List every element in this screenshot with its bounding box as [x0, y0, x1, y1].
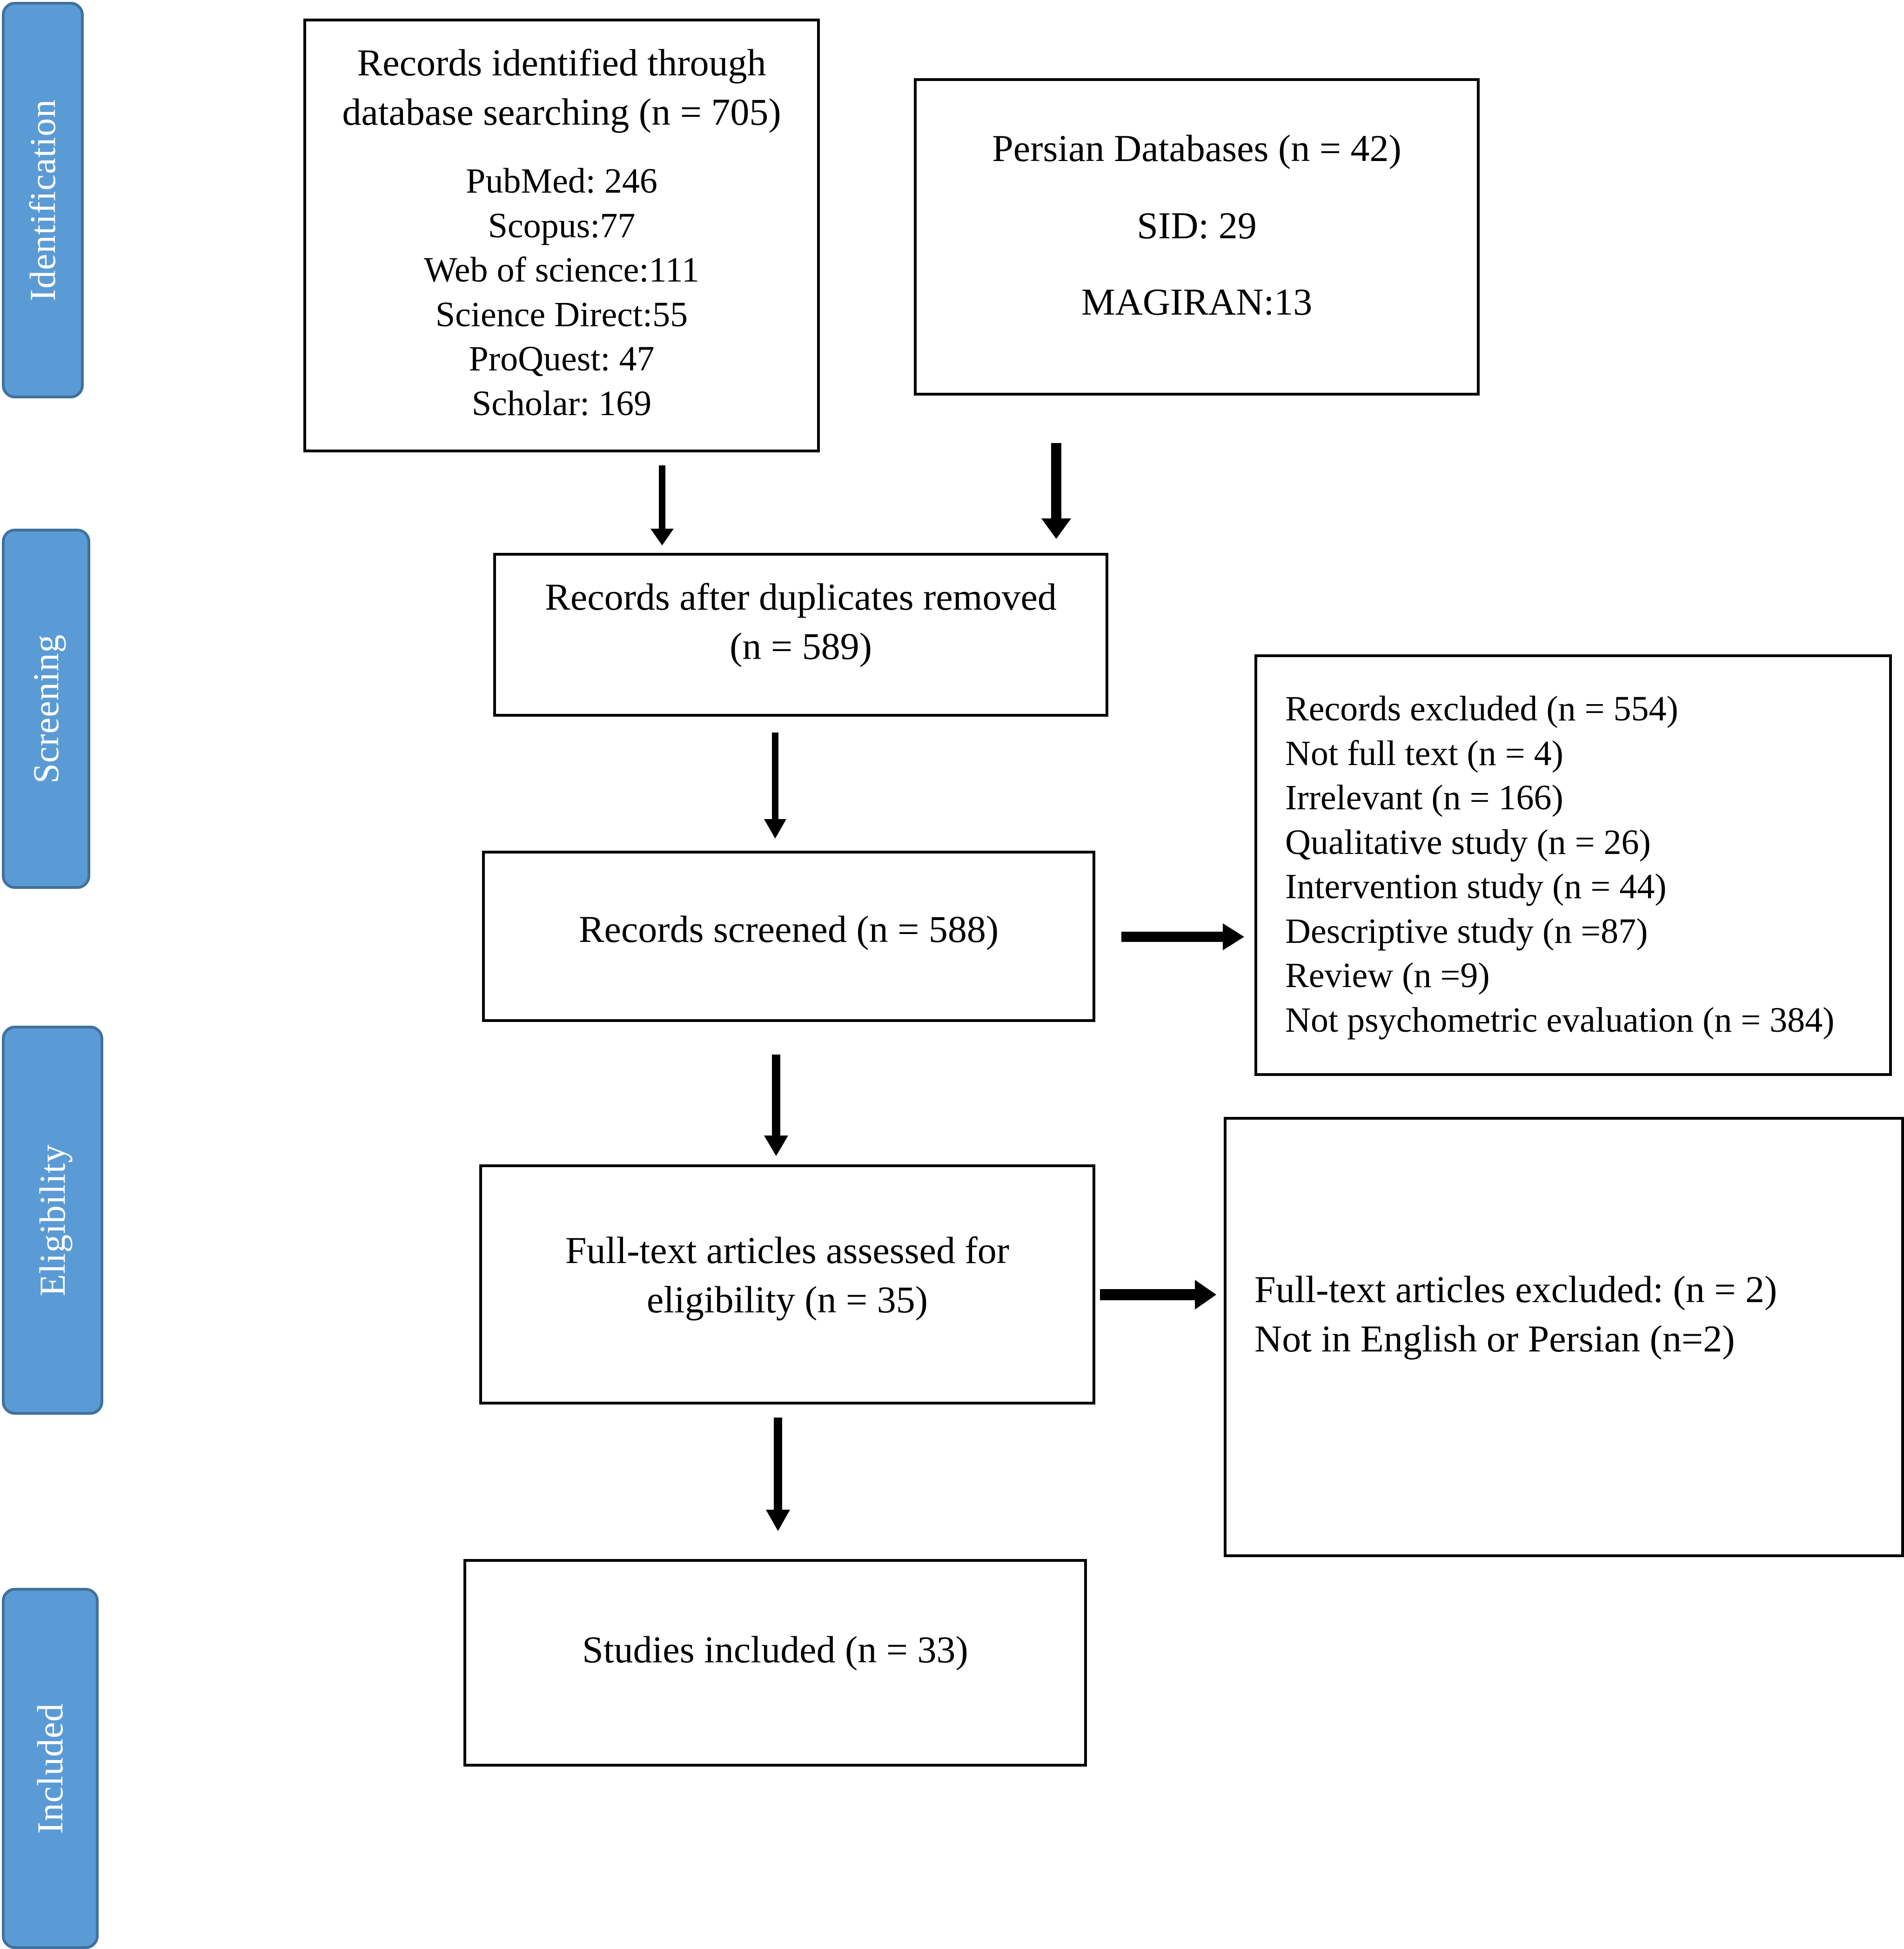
records-identified-title-line1: Records identified through	[357, 41, 766, 84]
source-pubmed: PubMed: 246	[466, 161, 657, 201]
fulltext-assessed-line1: Full-text articles assessed for	[565, 1229, 1010, 1271]
arrow-identified-to-duplicates	[650, 465, 674, 545]
excluded-descriptive: Descriptive study (n =87)	[1285, 911, 1648, 951]
persian-databases-title: Persian Databases (n = 42)	[992, 127, 1401, 169]
duplicates-removed-line2: (n = 589)	[730, 625, 872, 667]
records-screened-box: Records screened (n = 588)	[482, 851, 1095, 1022]
duplicates-removed-line1: Records after duplicates removed	[545, 576, 1057, 618]
excluded-total: Records excluded (n = 554)	[1285, 689, 1678, 728]
excluded-irrelevant: Irrelevant (n = 166)	[1285, 778, 1563, 817]
arrow-fulltext-to-included	[766, 1418, 790, 1531]
source-scholar: Scholar: 169	[471, 383, 652, 423]
stage-screening: Screening	[2, 529, 90, 889]
studies-included-box: Studies included (n = 33)	[463, 1559, 1087, 1767]
excluded-review: Review (n =9)	[1285, 956, 1490, 995]
arrow-screened-to-excluded	[1121, 923, 1244, 950]
stage-included-label: Included	[30, 1703, 70, 1834]
fulltext-excluded-line2: Not in English or Persian (n=2)	[1254, 1317, 1735, 1360]
arrow-persian-to-duplicates	[1041, 443, 1071, 539]
stage-identification-label: Identification	[22, 99, 63, 302]
records-identified-box: Records identified through database sear…	[303, 19, 820, 452]
stage-eligibility-label: Eligibility	[32, 1144, 73, 1297]
records-screened-text: Records screened (n = 588)	[578, 908, 999, 950]
fulltext-assessed-line2: eligibility (n = 35)	[646, 1278, 928, 1321]
records-identified-title-line2: database searching (n = 705)	[342, 91, 781, 133]
arrow-screened-to-fulltext	[764, 1055, 788, 1156]
records-excluded-box: Records excluded (n = 554) Not full text…	[1254, 654, 1892, 1076]
persian-databases-box: Persian Databases (n = 42) SID: 29 MAGIR…	[914, 78, 1480, 396]
excluded-not-full-text: Not full text (n = 4)	[1285, 733, 1563, 773]
source-proquest: ProQuest: 47	[469, 339, 655, 378]
fulltext-excluded-box: Full-text articles excluded: (n = 2) Not…	[1224, 1117, 1904, 1557]
persian-magiran: MAGIRAN:13	[1081, 281, 1313, 323]
stage-included: Included	[2, 1588, 99, 1949]
duplicates-removed-box: Records after duplicates removed (n = 58…	[493, 553, 1108, 717]
persian-sid: SID: 29	[1137, 204, 1257, 247]
excluded-qualitative: Qualitative study (n = 26)	[1285, 822, 1651, 862]
arrow-duplicates-to-screened	[764, 733, 786, 839]
arrow-fulltext-to-excluded	[1100, 1280, 1216, 1310]
excluded-not-psychometric: Not psychometric evaluation (n = 384)	[1285, 1000, 1835, 1040]
source-science-direct: Science Direct:55	[435, 295, 688, 334]
excluded-intervention: Intervention study (n = 44)	[1285, 867, 1667, 906]
fulltext-excluded-line1: Full-text articles excluded: (n = 2)	[1254, 1268, 1777, 1311]
stage-identification: Identification	[2, 2, 84, 398]
source-web-of-science: Web of science:111	[424, 250, 699, 289]
studies-included-text: Studies included (n = 33)	[582, 1628, 968, 1671]
fulltext-assessed-box: Full-text articles assessed for eligibil…	[479, 1164, 1095, 1405]
source-scopus: Scopus:77	[488, 206, 636, 245]
stage-eligibility: Eligibility	[2, 1026, 103, 1415]
stage-screening-label: Screening	[26, 634, 66, 784]
